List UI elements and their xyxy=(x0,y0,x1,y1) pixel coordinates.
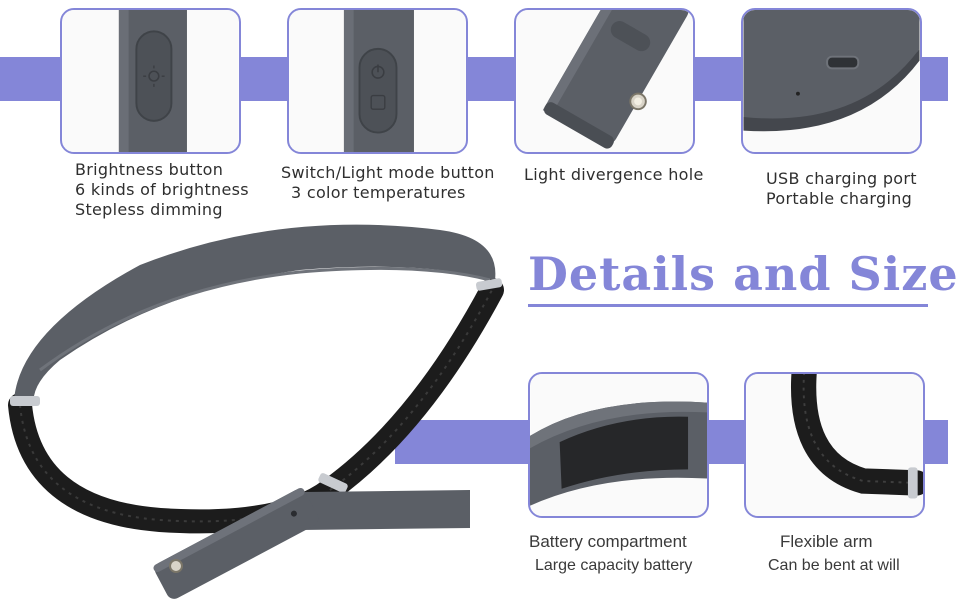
switch-button-caption: Switch/Light mode button 3 color tempera… xyxy=(281,163,495,203)
caption-line: Flexible arm xyxy=(780,532,873,551)
flexible-arm-image xyxy=(746,374,923,516)
caption-line: Large capacity battery xyxy=(535,557,693,574)
brightness-button-image xyxy=(62,10,239,152)
light-hole-card xyxy=(514,8,695,154)
caption-line: Light divergence hole xyxy=(524,165,704,184)
caption-line: Brightness button xyxy=(75,160,224,179)
caption-line: 6 kinds of brightness xyxy=(75,180,249,199)
caption-line: Can be bent at will xyxy=(768,557,900,574)
page-title-text: Details and Size xyxy=(528,247,959,301)
caption-line: 3 color temperatures xyxy=(291,183,466,202)
switch-button-card xyxy=(287,8,468,154)
battery-caption: Battery compartment Large capacity batte… xyxy=(529,532,692,576)
light-hole-caption: Light divergence hole xyxy=(524,165,704,185)
title-underline xyxy=(528,304,928,307)
neck-light-illustration xyxy=(8,224,504,599)
caption-line: USB charging port xyxy=(766,169,917,188)
usb-port-image xyxy=(743,10,920,152)
page-title: Details and Size xyxy=(528,246,959,308)
caption-line: Stepless dimming xyxy=(75,200,223,219)
battery-image xyxy=(530,374,707,516)
flexible-arm-card xyxy=(744,372,925,518)
usb-port-card xyxy=(741,8,922,154)
caption-line: Portable charging xyxy=(766,189,913,208)
neck-light-product-image xyxy=(0,210,520,600)
battery-card xyxy=(528,372,709,518)
flexible-arm-caption: Flexible arm Can be bent at will xyxy=(768,532,900,576)
caption-line: Battery compartment xyxy=(529,532,687,551)
caption-line: Switch/Light mode button xyxy=(281,163,495,182)
switch-button-image xyxy=(289,10,466,152)
brightness-button-card xyxy=(60,8,241,154)
usb-port-caption: USB charging port Portable charging xyxy=(766,169,917,209)
brightness-button-caption: Brightness button 6 kinds of brightness … xyxy=(75,160,249,220)
light-hole-image xyxy=(516,10,693,152)
